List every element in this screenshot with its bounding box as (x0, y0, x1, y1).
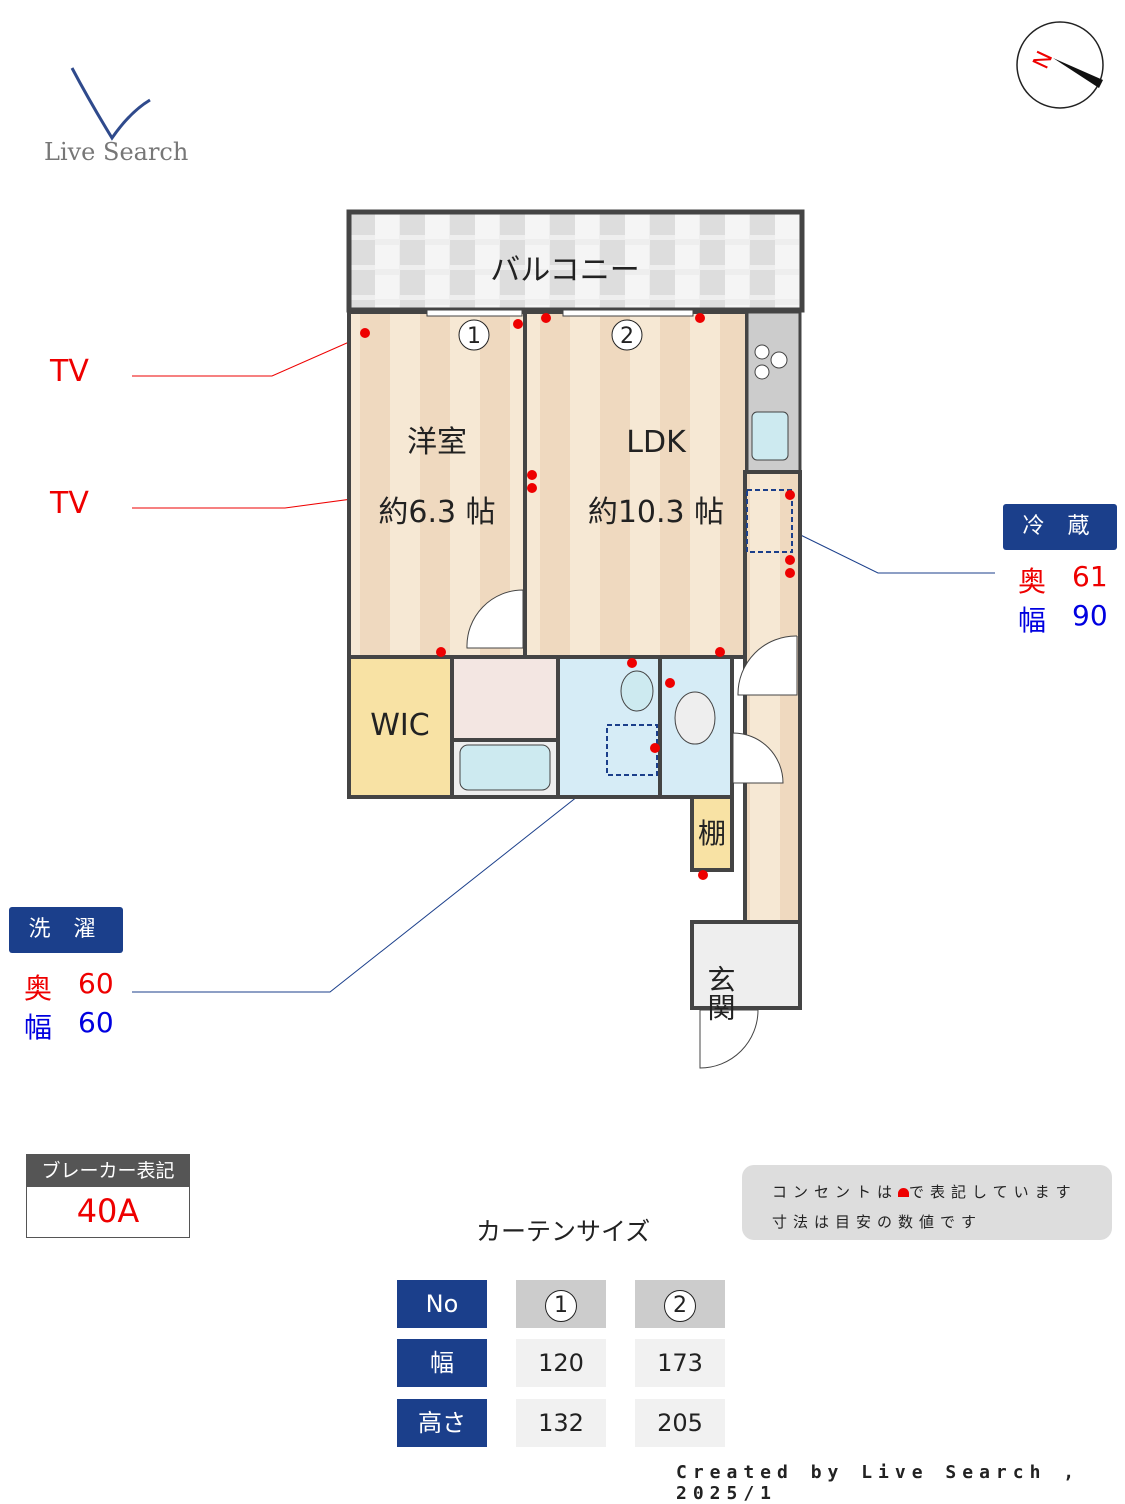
breaker-box: ブレーカー表記 40A (26, 1154, 190, 1238)
breaker-value: 40A (76, 1192, 140, 1230)
header-height: 高さ (397, 1399, 487, 1447)
ldk-name: LDK (626, 425, 687, 460)
note-line1a: コンセントは (772, 1183, 899, 1201)
fridge-depth-label: 奥 (1018, 565, 1047, 598)
entrance (690, 920, 802, 1010)
logo-text: Live Search (44, 138, 189, 166)
ldk (523, 310, 749, 659)
washer-width: 60 (78, 1006, 114, 1039)
door (737, 635, 798, 696)
shelf-label: 棚 (698, 817, 726, 850)
fridge-space (746, 489, 793, 553)
footer-credit: Created by Live Search , 2025/1 (676, 1462, 1081, 1504)
washroom (450, 655, 560, 742)
note-line2: 寸法は目安の数値です (772, 1213, 983, 1231)
washer-depth: 60 (78, 967, 114, 1000)
curtain-no-cell: 2 (635, 1280, 725, 1328)
logo-mark (70, 67, 151, 141)
floor-plan: 1 2 バルコニー 洋室 約6.3 帖 LDK 約10.3 帖 WIC 棚 玄関 (132, 209, 995, 1069)
curtain-width-cell: 173 (635, 1339, 725, 1387)
door (466, 589, 524, 649)
fridge-width: 90 (1072, 599, 1108, 632)
compass-icon: N (1016, 21, 1104, 109)
balcony (346, 209, 805, 313)
washbasin (620, 670, 654, 712)
outlet-icon (898, 1188, 910, 1197)
fridge-leader-line (769, 519, 995, 574)
notes-box: コンセントはで表記しています 寸法は目安の数値です (742, 1165, 1112, 1240)
tv-label: TV (50, 354, 89, 389)
wic-label: WIC (370, 708, 429, 743)
breaker-label: ブレーカー表記 (27, 1155, 189, 1187)
outlet-markers (360, 313, 795, 880)
window-2-label: 2 (620, 324, 634, 349)
door (732, 732, 784, 784)
bathtub (459, 744, 551, 791)
curtain-no-cell: 1 (516, 1280, 606, 1328)
western-room-name: 洋室 (407, 425, 467, 460)
entrance-label: 玄関 (704, 965, 737, 1021)
ldk-size: 約10.3 帖 (588, 495, 724, 530)
shelf (690, 795, 734, 872)
note-line1b: で表記しています (909, 1183, 1077, 1201)
toilet (674, 691, 716, 745)
washer-title: 洗 濯 機 (9, 907, 123, 988)
washer-depth-label: 奥 (24, 972, 53, 1005)
header-width: 幅 (397, 1339, 487, 1387)
tv-leader-line (132, 334, 366, 377)
curtain-height-cell: 132 (516, 1399, 606, 1447)
fridge-depth: 61 (1072, 560, 1108, 593)
fridge-title: 冷 蔵 庫 (1003, 504, 1117, 585)
washer-width-label: 幅 (24, 1011, 53, 1044)
window-1-label: 1 (467, 324, 481, 349)
western-room-size: 約6.3 帖 (378, 495, 495, 530)
hallway (743, 470, 802, 924)
tv-label: TV (50, 486, 89, 521)
entrance-door (699, 1009, 759, 1069)
curtain-height-cell: 205 (635, 1399, 725, 1447)
curtain-width-cell: 120 (516, 1339, 606, 1387)
curtain-title: カーテンサイズ (476, 1217, 651, 1246)
fridge-width-label: 幅 (1018, 604, 1047, 637)
balcony-label: バルコニー (490, 253, 639, 288)
washer-leader-line (132, 754, 631, 993)
kitchen-sink (751, 411, 789, 461)
header-no: No (397, 1280, 487, 1328)
